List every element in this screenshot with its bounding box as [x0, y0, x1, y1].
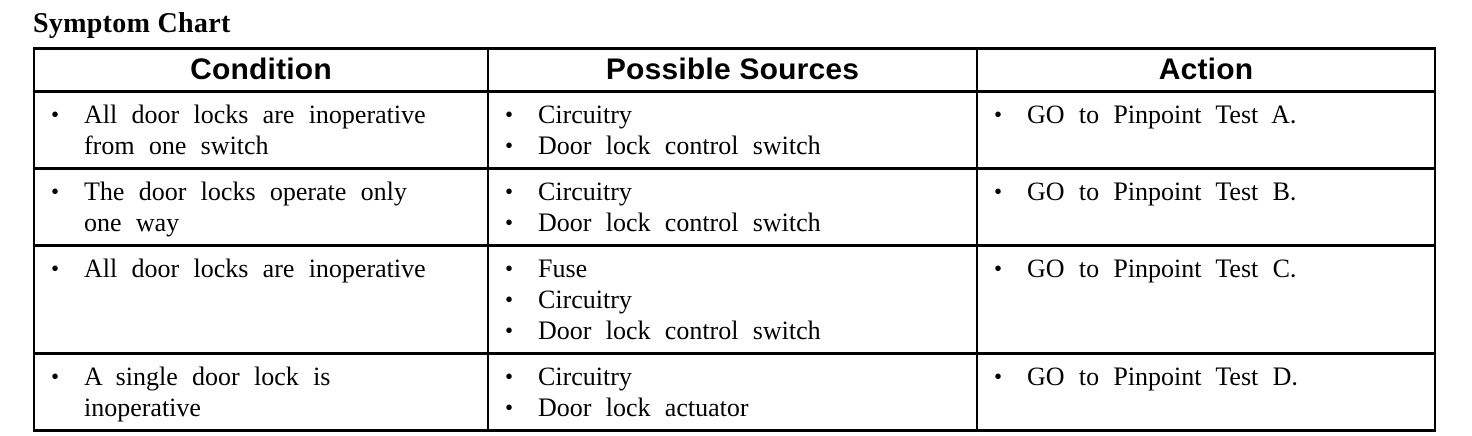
symptom-chart-table: Condition Possible Sources Action • All …	[33, 47, 1436, 432]
bullet-icon: •	[505, 102, 514, 127]
column-header-condition: Condition	[33, 47, 489, 93]
condition-text: one way	[84, 208, 180, 237]
condition-text: A single door lock is	[84, 362, 331, 391]
bullet-icon: •	[994, 102, 1003, 127]
bullet-icon: •	[505, 364, 514, 389]
condition-text: from one switch	[84, 131, 269, 160]
bullet-icon: •	[505, 287, 514, 312]
bullet-icon: •	[505, 210, 514, 235]
source-text: Door lock control switch	[538, 131, 821, 160]
bullet-icon: •	[505, 179, 514, 204]
table-row: • A single door lock is inoperative • Ci…	[33, 352, 1436, 432]
action-text: GO to Pinpoint Test C.	[1027, 254, 1297, 283]
sources-cell: • Circuitry • Door lock control switch	[487, 90, 978, 170]
source-text: Circuitry	[538, 100, 632, 129]
action-cell: • GO to Pinpoint Test B.	[976, 167, 1436, 247]
condition-cell: • All door locks are inoperative from on…	[33, 90, 489, 170]
bullet-icon: •	[505, 256, 514, 281]
action-cell: • GO to Pinpoint Test A.	[976, 90, 1436, 170]
action-text: GO to Pinpoint Test B.	[1027, 177, 1297, 206]
source-text: Door lock control switch	[538, 316, 821, 345]
column-header-action: Action	[976, 47, 1436, 93]
source-text: Circuitry	[538, 177, 632, 206]
condition-cell: • A single door lock is inoperative	[33, 352, 489, 432]
table-row: • The door locks operate only one way • …	[33, 167, 1436, 247]
bullet-icon: •	[505, 395, 514, 420]
bullet-icon: •	[505, 133, 514, 158]
page-title: Symptom Chart	[33, 8, 231, 39]
bullet-icon: •	[51, 364, 60, 389]
action-text: GO to Pinpoint Test D.	[1027, 362, 1298, 391]
source-text: Circuitry	[538, 285, 632, 314]
table-row: • All door locks are inoperative from on…	[33, 90, 1436, 170]
bullet-icon: •	[51, 179, 60, 204]
source-text: Circuitry	[538, 362, 632, 391]
bullet-icon: •	[994, 256, 1003, 281]
condition-cell: • The door locks operate only one way	[33, 167, 489, 247]
sources-cell: • Circuitry • Door lock actuator	[487, 352, 978, 432]
sources-cell: • Fuse • Circuitry • Door lock control s…	[487, 244, 978, 355]
table-header-row: Condition Possible Sources Action	[33, 47, 1436, 93]
table-row: • All door locks are inoperative • Fuse …	[33, 244, 1436, 355]
source-text: Door lock control switch	[538, 208, 821, 237]
action-cell: • GO to Pinpoint Test D.	[976, 352, 1436, 432]
source-text: Fuse	[538, 254, 588, 283]
bullet-icon: •	[994, 364, 1003, 389]
column-header-possible-sources: Possible Sources	[487, 47, 978, 93]
condition-text: All door locks are inoperative	[84, 100, 426, 129]
bullet-icon: •	[505, 318, 514, 343]
bullet-icon: •	[994, 179, 1003, 204]
condition-text: inoperative	[84, 393, 201, 422]
bullet-icon: •	[51, 256, 60, 281]
condition-cell: • All door locks are inoperative	[33, 244, 489, 355]
action-text: GO to Pinpoint Test A.	[1027, 100, 1297, 129]
source-text: Door lock actuator	[538, 393, 749, 422]
condition-text: The door locks operate only	[84, 177, 407, 206]
sources-cell: • Circuitry • Door lock control switch	[487, 167, 978, 247]
bullet-icon: •	[51, 102, 60, 127]
condition-text: All door locks are inoperative	[84, 254, 426, 283]
action-cell: • GO to Pinpoint Test C.	[976, 244, 1436, 355]
